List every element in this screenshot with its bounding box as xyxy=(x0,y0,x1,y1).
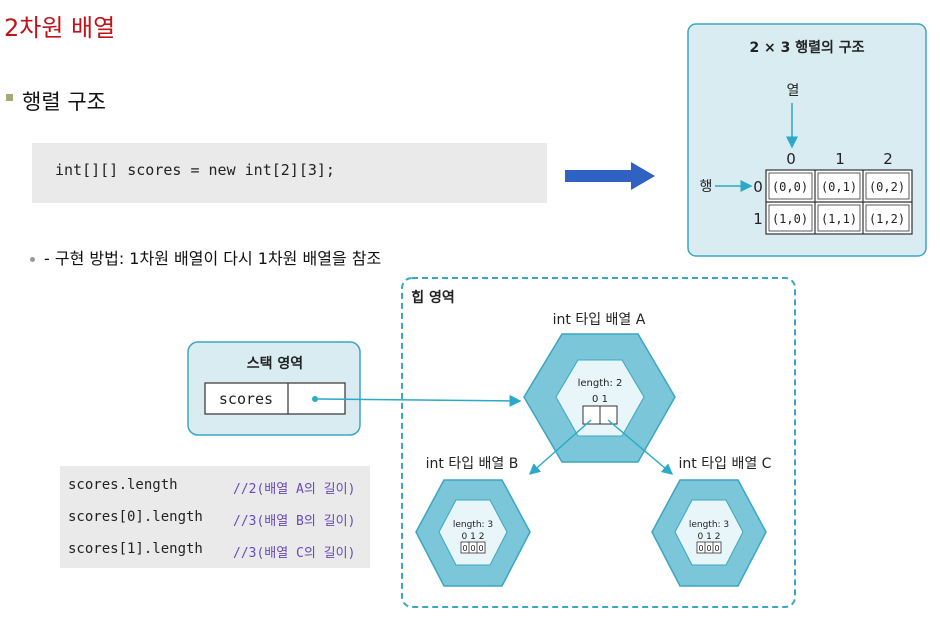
page-title: 2차원 배열 xyxy=(4,14,116,42)
matrix-panel: 2 × 3 행렬의 구조 열 0 1 2 행 0 1 (0,0) (0,1) (… xyxy=(687,23,927,257)
matrix-title: 2 × 3 행렬의 구조 xyxy=(749,39,864,56)
section-heading: 행렬 구조 xyxy=(22,90,106,114)
row-index-1: 1 xyxy=(753,210,763,228)
implementation-note: - 구현 방법: 1차원 배열이 다시 1차원 배열을 참조 xyxy=(44,249,382,268)
code-line-2: scores[0].length xyxy=(68,509,203,525)
array-c-indices: 0 1 2 xyxy=(698,532,721,542)
matrix-cell: (0,0) xyxy=(772,180,808,194)
array-c-cell: 0 xyxy=(698,544,703,553)
array-b: int 타입 배열 B length: 3 0 1 2 0 0 0 xyxy=(415,456,531,587)
col-index-0: 0 xyxy=(786,150,796,168)
code-line-1: scores.length xyxy=(68,477,178,493)
code-comment-2: //3(배열 B의 길이) xyxy=(233,514,356,529)
matrix-cell: (0,2) xyxy=(869,180,905,194)
array-a-indices: 0 1 xyxy=(592,394,608,405)
bullet-dot-icon xyxy=(30,257,35,262)
matrix-cell: (0,1) xyxy=(821,180,857,194)
reference-arrow-c xyxy=(607,419,674,475)
array-b-indices: 0 1 2 xyxy=(462,532,485,542)
stack-variable: scores xyxy=(219,390,273,408)
row-label: 행 xyxy=(700,179,713,195)
code-block-lengths: scores.length //2(배열 A의 길이) scores[0].le… xyxy=(60,466,370,568)
reference-arrow-b xyxy=(528,419,592,475)
reference-arrow-a xyxy=(317,394,522,407)
array-b-cell: 0 xyxy=(478,544,483,553)
row-index-0: 0 xyxy=(753,178,763,196)
stack-title: 스택 영역 xyxy=(247,355,303,372)
col-index-1: 1 xyxy=(835,150,845,168)
heap-title: 힙 영역 xyxy=(411,289,455,306)
array-c-label: int 타입 배열 C xyxy=(679,456,772,472)
matrix-cell: (1,1) xyxy=(821,212,857,226)
array-c-length: length: 3 xyxy=(689,520,729,530)
big-arrow-right-icon xyxy=(565,162,655,190)
array-a-length: length: 2 xyxy=(578,378,623,389)
heap-area: 힙 영역 xyxy=(401,277,796,608)
array-c-cell: 0 xyxy=(706,544,711,553)
stack-area: 스택 영역 scores xyxy=(187,341,522,436)
matrix-cell: (1,0) xyxy=(772,212,808,226)
bullet-square-icon xyxy=(6,94,13,101)
code-line-3: scores[1].length xyxy=(68,541,203,557)
array-a-label: int 타입 배열 A xyxy=(553,312,646,328)
array-c: int 타입 배열 C length: 3 0 1 2 0 0 0 xyxy=(651,456,772,587)
array-b-length: length: 3 xyxy=(453,520,493,530)
array-b-cell: 0 xyxy=(470,544,475,553)
code-comment-1: //2(배열 A의 길이) xyxy=(233,482,356,497)
col-index-2: 2 xyxy=(883,150,893,168)
array-b-cell: 0 xyxy=(462,544,467,553)
array-a: int 타입 배열 A length: 2 0 1 xyxy=(523,312,676,475)
matrix-cell: (1,2) xyxy=(869,212,905,226)
array-b-label: int 타입 배열 B xyxy=(426,456,519,472)
code-declaration-line: int[][] scores = new int[2][3]; xyxy=(55,161,335,179)
col-label: 열 xyxy=(787,83,800,99)
array-c-cell: 0 xyxy=(714,544,719,553)
code-comment-3: //3(배열 C의 길이) xyxy=(233,546,356,561)
code-block-declaration xyxy=(32,143,547,203)
